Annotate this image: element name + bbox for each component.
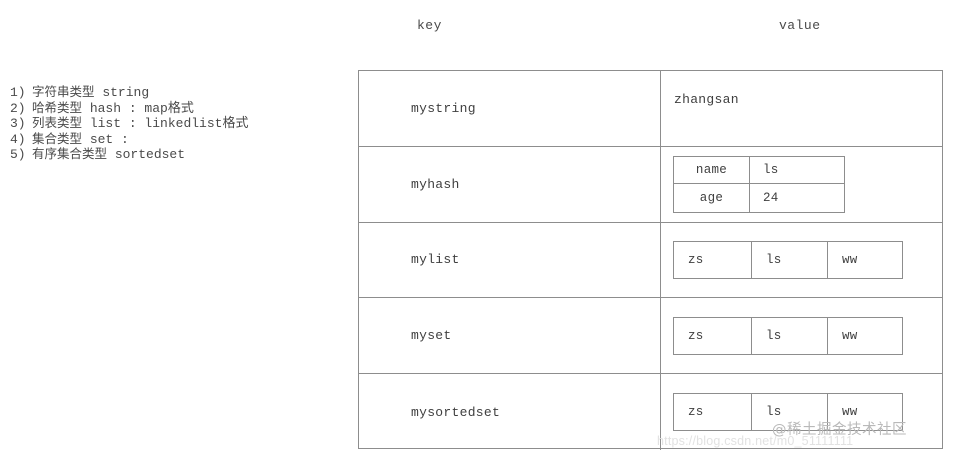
legend-item: 3) 列表类型 list : linkedlist格式 (10, 115, 330, 131)
row-key-cell: myset (359, 298, 661, 374)
table-row: mystring zhangsan (359, 71, 942, 147)
hash-value: 24 (763, 190, 779, 205)
table-row: myset zs ls ww (359, 298, 942, 375)
sortedset-value-box: zs ls ww (673, 393, 903, 432)
row-key-cell: mylist (359, 222, 661, 298)
legend-item-index: 1) (10, 85, 26, 100)
legend-item-index: 3) (10, 116, 26, 131)
row-value-cell: name ls age 24 (661, 147, 942, 222)
set-item: ww (842, 328, 858, 343)
string-value: zhangsan (674, 92, 739, 107)
hash-value-box: name ls age 24 (673, 155, 845, 213)
list-item: ls (752, 241, 828, 278)
legend-item-cn: 哈希类型 (32, 99, 83, 115)
legend-item-en: sortedset (114, 147, 186, 162)
legend-item-en: set : (89, 131, 129, 147)
legend-item: 5) 有序集合类型 sortedset (10, 146, 330, 162)
legend-item: 4) 集合类型 set : (10, 131, 330, 147)
legend-item-index: 4) (10, 131, 26, 147)
legend-item: 2) 哈希类型 hash : map格式 (10, 100, 330, 116)
hash-value: ls (763, 162, 779, 177)
sortedset-item: ls (752, 394, 828, 431)
row-value-cell: zhangsan (661, 71, 942, 146)
set-item: ls (752, 317, 828, 354)
row-key-cell: mystring (359, 71, 661, 146)
legend-item-index: 2) (10, 100, 26, 116)
legend-item-cn: 有序集合类型 (32, 146, 108, 161)
row-value-cell: zs ls ww (661, 223, 942, 298)
hash-entry: age 24 (674, 184, 844, 212)
sortedset-item: zs (674, 394, 752, 431)
legend-item-cn: 集合类型 (32, 130, 83, 146)
column-header-key: key (417, 18, 442, 33)
set-item: zs (674, 317, 752, 354)
table-row: mylist zs ls ww (359, 222, 942, 299)
list-item: ww (842, 252, 858, 267)
row-value-cell: zs ls ww (661, 298, 942, 373)
legend-item-en: list : linkedlist格式 (89, 116, 249, 131)
table-row: mysortedset zs ls ww (359, 374, 942, 450)
legend-item-en: hash : map格式 (89, 100, 194, 116)
legend-item-en: string (102, 85, 150, 100)
key-value-table: mystring zhangsan myhash name ls age 24 … (358, 70, 943, 450)
hash-field: name (674, 156, 750, 184)
sortedset-item: ww (842, 405, 858, 420)
row-key-cell: myhash (359, 146, 661, 222)
hash-entry: name ls (674, 156, 844, 185)
row-value-cell: zs ls ww (661, 374, 942, 450)
legend-item-cn: 字符串类型 (32, 84, 95, 99)
hash-field: age (674, 184, 750, 212)
legend-item: 1) 字符串类型 string (10, 84, 330, 100)
set-value-box: zs ls ww (673, 316, 903, 355)
list-item: zs (674, 241, 752, 278)
legend-item-cn: 列表类型 (32, 115, 83, 130)
row-key-cell: mysortedset (359, 374, 661, 450)
table-row: myhash name ls age 24 (359, 146, 942, 223)
list-value-box: zs ls ww (673, 240, 903, 279)
column-header-value: value (779, 18, 821, 33)
redis-type-legend: 1) 字符串类型 string 2) 哈希类型 hash : map格式 3) 列表类… (10, 84, 330, 162)
legend-item-index: 5) (10, 147, 26, 162)
